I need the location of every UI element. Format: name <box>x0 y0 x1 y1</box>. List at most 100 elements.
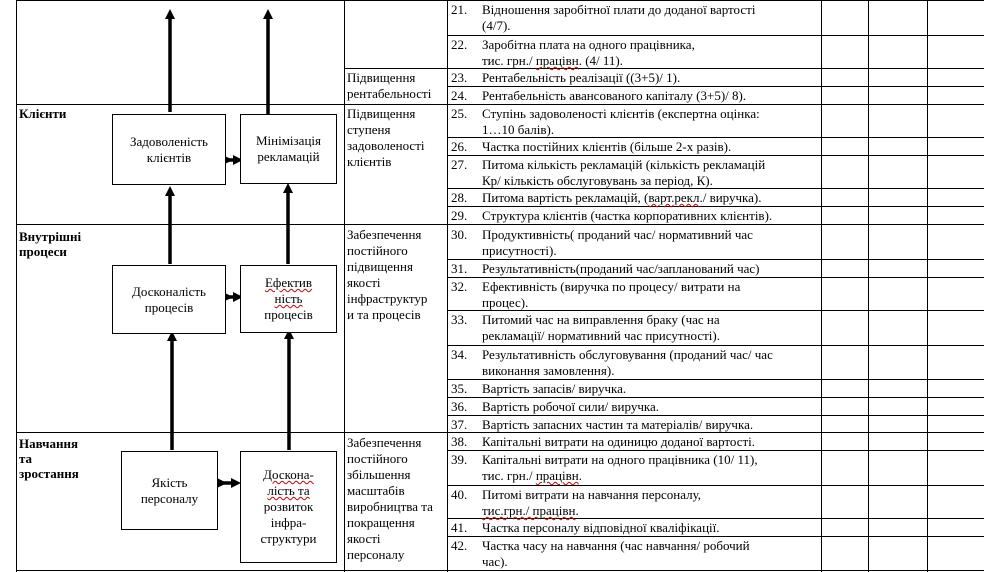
box-infrastructure-line3: розвиток <box>263 499 314 514</box>
indicator-text: Продуктивність( проданий час/ нормативни… <box>482 227 822 259</box>
row-divider <box>447 206 984 207</box>
indicator-text: Питома вартість рекламацій, (варт.рекл./… <box>482 190 822 206</box>
indicator-text: Вартість робочої сили/ виручка. <box>482 399 660 414</box>
indicator-text: Питомий час на виправлення браку (час на… <box>482 312 822 344</box>
row-divider <box>447 86 984 87</box>
indicator-fragment: варт.рекл <box>648 190 700 205</box>
indicator-line: присутності). <box>482 243 557 258</box>
row-divider <box>447 345 984 346</box>
goal-line: покращення <box>347 515 415 530</box>
col-divider-goals-indicators <box>447 0 448 572</box>
goal-line: Підвищення <box>347 106 416 121</box>
table-border-top <box>16 0 984 1</box>
indicator-number: 37. <box>451 417 468 432</box>
indicator-line: виконання замовлення). <box>482 363 615 378</box>
table-border-left <box>16 0 17 572</box>
indicator-fragment: тис. грн./ <box>482 468 536 483</box>
indicator-number: 42. <box>451 538 468 553</box>
goal-divider-finance <box>344 68 984 69</box>
indicator-number: 23. <box>451 70 468 85</box>
indicator-text: Заробітна плата на одного працівника, ти… <box>482 37 822 69</box>
box-infrastructure-line5: структури <box>260 531 317 546</box>
indicator-text: Частка постійних клієнтів (більше 2-х ра… <box>482 139 732 154</box>
indicator-number: 22. <box>451 37 468 52</box>
goal-profitability: Підвищення рентабельності <box>347 70 443 102</box>
row-divider <box>447 137 984 138</box>
box-process-efficiency-line2: ність <box>274 291 303 306</box>
indicator-text: Питома кількість рекламацій (кількість р… <box>482 157 822 189</box>
box-minimize-complaints-line2: рекламацій <box>257 149 320 164</box>
indicator-text: Результативність обслуговування (продани… <box>482 347 822 379</box>
box-staff-quality-line1: Якість <box>151 474 188 490</box>
table-border-bottom <box>16 570 984 571</box>
indicator-fragment: ./ виручка). <box>699 190 762 205</box>
indicator-number: 40. <box>451 487 468 502</box>
row-divider <box>447 155 984 156</box>
goal-line: інфраструктур <box>347 291 428 306</box>
indicator-text: Вартість запасних частин та матеріалів/ … <box>482 417 754 432</box>
goal-line: ступеня <box>347 122 391 137</box>
section-label-internal-line1: Внутрішні <box>19 229 82 244</box>
indicator-number: 28. <box>451 190 468 205</box>
goal-line: персоналу <box>347 547 405 562</box>
indicator-number: 21. <box>451 2 468 17</box>
col-divider-c2-c3 <box>927 0 928 572</box>
goal-line: Забезпечення <box>347 227 422 242</box>
indicator-line: Ефективність (виручка по процесу/ витрат… <box>482 279 741 294</box>
indicator-fragment: працівн <box>535 468 579 483</box>
indicator-line: Кр/ кількість обслуговувань за період, К… <box>482 173 713 188</box>
row-divider <box>447 536 984 537</box>
indicator-text: Капітальні витрати на одиницю доданої ва… <box>482 434 756 449</box>
section-label-learning-line2: та <box>19 451 33 466</box>
row-divider <box>447 518 984 519</box>
col-divider-diagram-goals <box>344 0 345 572</box>
section-label-internal-line2: процеси <box>19 244 67 259</box>
section-label-clients: Клієнти <box>19 106 67 121</box>
goal-line: збільшення <box>347 467 411 482</box>
indicator-text: Частка часу на навчання (час навчання/ р… <box>482 538 822 570</box>
indicator-fragment: . (4/ 11). <box>578 53 624 68</box>
indicator-number: 31. <box>451 261 468 276</box>
box-process-perfection-line2: процесів <box>144 299 194 315</box>
section-divider-clients <box>16 104 984 105</box>
indicator-text: Частка персоналу відповідної кваліфікаці… <box>482 520 720 535</box>
col-divider-c1-c2 <box>868 0 869 572</box>
indicator-line: (4/7). <box>482 18 511 33</box>
row-divider <box>447 35 984 36</box>
goal-line: клієнтів <box>347 154 392 169</box>
indicator-text: Рентабельність реалізації ((3+5)/ 1). <box>482 70 681 85</box>
indicator-line: процес). <box>482 295 529 310</box>
indicator-number: 24. <box>451 88 468 103</box>
box-process-efficiency-line1: Ефектив <box>264 275 313 290</box>
indicator-text: Структура клієнтів (частка корпоративних… <box>482 208 773 223</box>
indicator-text: Рентабельність авансованого капіталу (3+… <box>482 88 747 103</box>
indicator-line: Питомий час на виправлення браку (час на <box>482 312 720 327</box>
indicator-line: Результативність обслуговування (продани… <box>482 347 773 362</box>
row-divider <box>447 259 984 260</box>
indicator-text: Ступінь задоволеності клієнтів (експертн… <box>482 106 822 138</box>
indicator-line: тис. грн./ працівн. (4/ 11). <box>482 53 822 69</box>
indicator-line: рекламації/ нормативний час присутності)… <box>482 328 720 343</box>
indicator-text: Результативність(проданий час/запланован… <box>482 261 760 276</box>
indicator-fragment: . <box>578 468 582 483</box>
row-divider <box>447 379 984 380</box>
indicator-number: 26. <box>451 139 468 154</box>
section-divider-learning <box>16 432 984 433</box>
box-infrastructure-line1: Доскона- <box>263 467 314 482</box>
goal-line: масштабів <box>347 483 405 498</box>
goal-line: якості <box>347 275 381 290</box>
section-divider-internal <box>16 224 984 225</box>
indicator-fragment: тис.грн./ працівн <box>482 503 576 518</box>
box-process-efficiency-line3: процесів <box>264 307 313 322</box>
indicator-text: Питомі витрати на навчання персоналу, ти… <box>482 487 822 519</box>
box-process-efficiency: Ефектив ність процесів <box>240 265 337 333</box>
indicator-line: Питомі витрати на навчання персоналу, <box>482 487 702 502</box>
indicator-number: 32. <box>451 279 468 294</box>
indicator-number: 38. <box>451 434 468 449</box>
indicator-number: 35. <box>451 381 468 396</box>
indicator-number: 25. <box>451 106 468 121</box>
indicator-line: Частка часу на навчання (час навчання/ р… <box>482 538 750 553</box>
box-process-perfection: Досконалість процесів <box>112 265 226 334</box>
indicator-text: Відношення заробітної плати до доданої в… <box>482 2 822 34</box>
goal-line: підвищення <box>347 259 413 274</box>
